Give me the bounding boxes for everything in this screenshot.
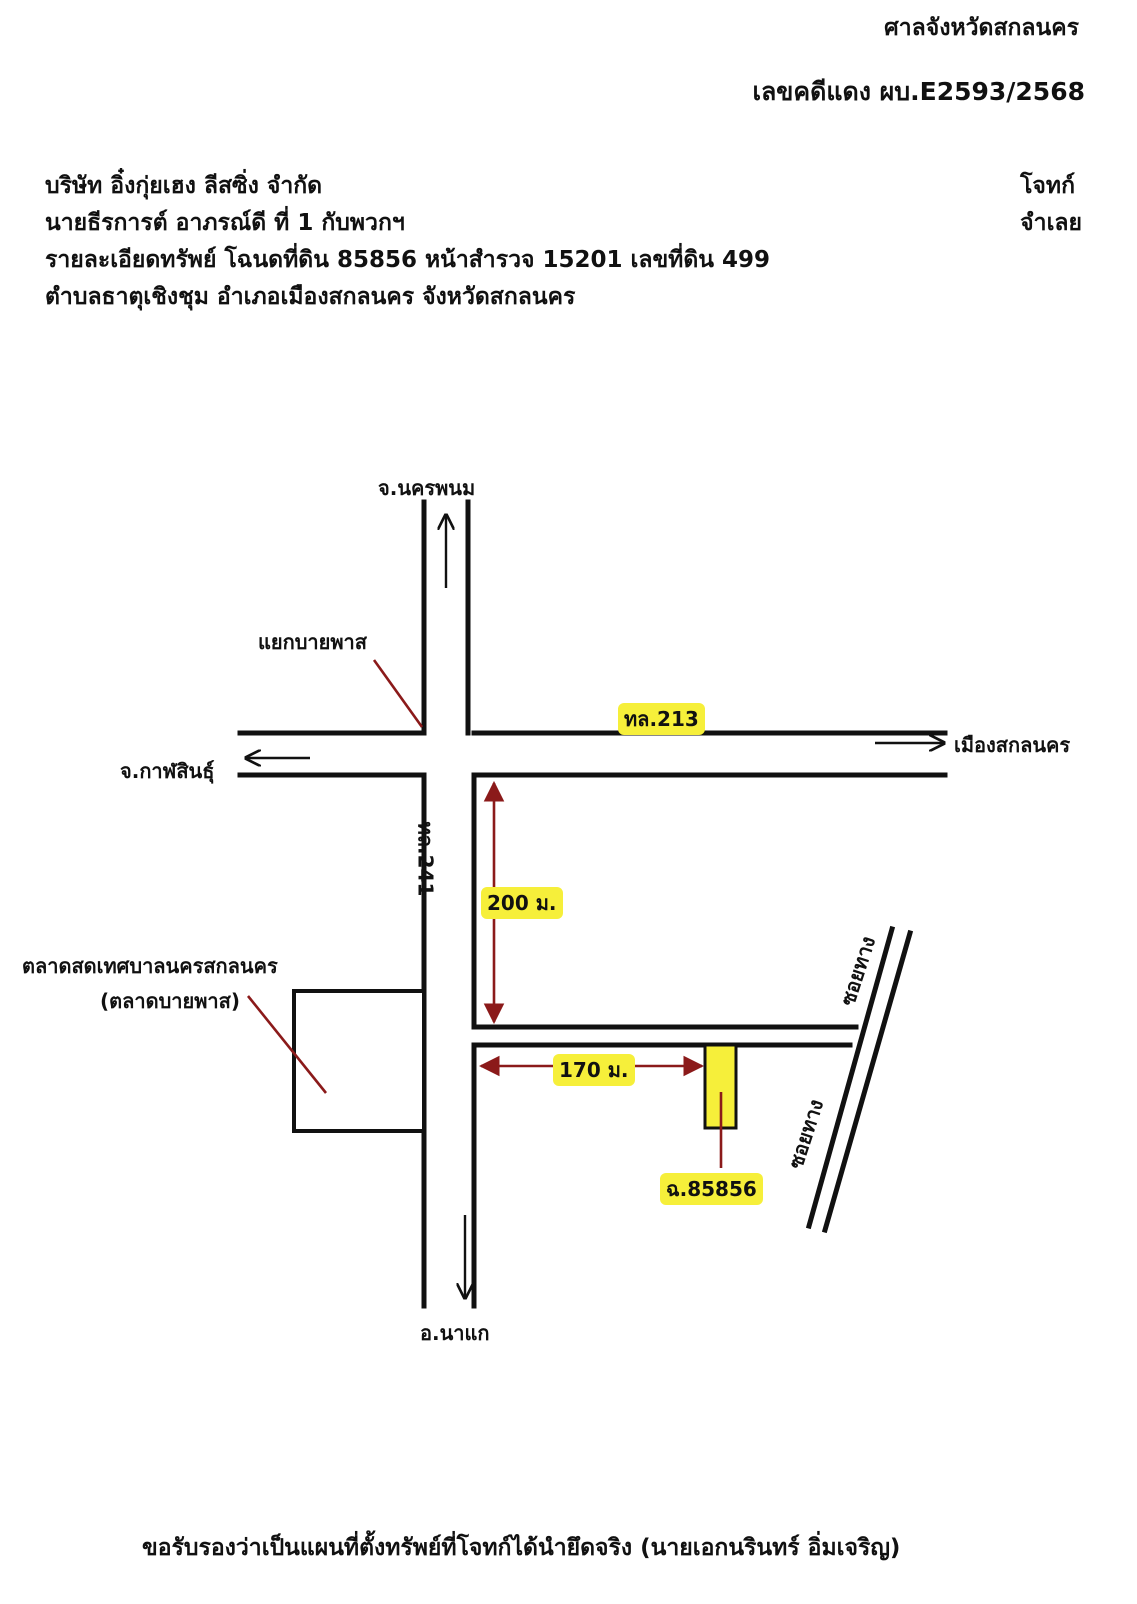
court-name: ศาลจังหวัดสกลนคร <box>884 15 1079 41</box>
plaintiff-name: บริษัท อิ๋งกุ่ยเฮง ลีสซิ่ง จำกัด <box>45 173 323 199</box>
case-number: เลขคดีแดง ผบ.E2593/2568 <box>752 77 1085 106</box>
distance-200m-label: 200 ม. <box>481 887 563 919</box>
east-destination-label: เมืองสกลนคร <box>954 733 1071 757</box>
junction-label: แยกบายพาส <box>258 630 367 654</box>
north-destination-label: จ.นครพนม <box>378 476 476 500</box>
defendant-role: จำเลย <box>1020 210 1082 236</box>
certification-text: ขอรับรองว่าเป็นแผนที่ตั้งทรัพย์ที่โจทก์ไ… <box>142 1535 901 1561</box>
west-destination-label: จ.กาฬสินธุ์ <box>120 759 215 783</box>
plaintiff-role: โจทก์ <box>1020 173 1075 199</box>
property-detail-line2: ตำบลธาตุเชิงชุม อำเภอเมืองสกลนคร จังหวัด… <box>45 284 576 310</box>
market-name-label: ตลาดสดเทศบาลนครสกลนคร <box>22 954 278 978</box>
defendant-name: นายธีรการต์ อาภรณ์ดี ที่ 1 กับพวกฯ <box>45 210 405 236</box>
market-pointer <box>246 995 328 1094</box>
junction-pointer <box>372 659 424 728</box>
side-road-left-edge <box>805 925 896 1230</box>
market-building <box>292 989 426 1133</box>
side-road-right-edge <box>821 929 914 1234</box>
market-alias-label: (ตลาดบายพาส) <box>100 989 241 1013</box>
distance-170m-label: 170 ม. <box>553 1054 635 1086</box>
plot-label: ฉ.85856 <box>660 1173 763 1205</box>
property-detail-line1: รายละเอียดทรัพย์ โฉนดที่ดิน 85856 หน้าสำ… <box>45 247 771 273</box>
south-destination-label: อ.นาแก <box>420 1321 490 1345</box>
road-241-label: ทล.241 <box>413 821 438 897</box>
road-213-label: ทล.213 <box>618 703 705 735</box>
